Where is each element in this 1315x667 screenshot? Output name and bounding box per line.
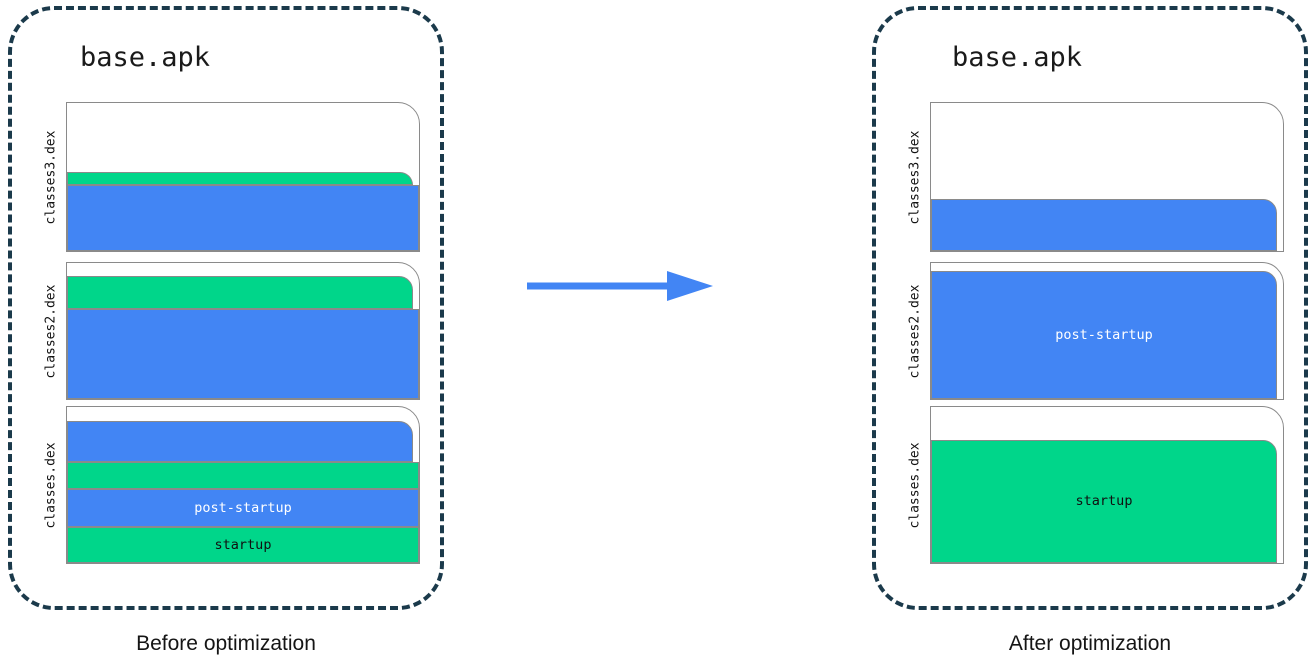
caption-after-optimization: After optimization bbox=[1008, 632, 1172, 655]
dex-label-classes3-before: classes3.dex bbox=[43, 130, 59, 224]
dex-band-post-startup bbox=[67, 420, 413, 462]
dex-band-label: startup bbox=[214, 536, 272, 553]
dex-band-startup: startup bbox=[931, 439, 1277, 563]
dex-band-post-startup: post-startup bbox=[931, 270, 1277, 399]
apk-title-before: base.apk bbox=[80, 42, 211, 73]
dex-band-post-startup bbox=[67, 309, 419, 399]
dex-band-label: startup bbox=[1075, 493, 1133, 510]
apk-panel-after: base.apk classes3.dex classes2.dex post-… bbox=[872, 6, 1308, 610]
dex-bands: post-startup startup bbox=[67, 420, 419, 563]
caption-before-optimization: Before optimization bbox=[136, 632, 316, 655]
dex-band-startup bbox=[67, 276, 413, 310]
dex-card[interactable]: post-startup bbox=[930, 262, 1284, 400]
dex-bands: post-startup bbox=[931, 270, 1283, 399]
dex-group-classes3-after: classes3.dex bbox=[904, 102, 1284, 252]
dex-label-classes-after: classes.dex bbox=[907, 441, 923, 529]
dex-band-label: post-startup bbox=[1055, 326, 1153, 343]
dex-bands: startup bbox=[931, 439, 1283, 563]
apk-title-after: base.apk bbox=[952, 42, 1083, 73]
dex-band-startup bbox=[67, 171, 413, 185]
dex-band-startup: startup bbox=[67, 526, 419, 563]
dex-label-classes2-after: classes2.dex bbox=[907, 284, 923, 378]
dex-label-classes2-before: classes2.dex bbox=[43, 284, 59, 378]
dex-card[interactable] bbox=[66, 102, 420, 252]
dex-group-classes2-before: classes2.dex bbox=[40, 262, 420, 400]
right-arrow-icon bbox=[525, 268, 715, 304]
dex-label-classes-before: classes.dex bbox=[43, 441, 59, 529]
dex-band-post-startup: post-startup bbox=[67, 488, 419, 527]
apk-panel-before: base.apk classes3.dex classes2.dex class… bbox=[8, 6, 444, 610]
dex-group-classes2-after: classes2.dex post-startup bbox=[904, 262, 1284, 400]
dex-card[interactable] bbox=[66, 262, 420, 400]
dex-bands bbox=[67, 171, 419, 251]
dex-group-classes3-before: classes3.dex bbox=[40, 102, 420, 252]
dex-card[interactable] bbox=[930, 102, 1284, 252]
dex-label-classes3-after: classes3.dex bbox=[907, 130, 923, 224]
dex-card[interactable]: post-startup startup bbox=[66, 406, 420, 564]
dex-bands bbox=[67, 276, 419, 399]
dex-band-label: post-startup bbox=[194, 499, 292, 516]
dex-band-post-startup bbox=[67, 185, 419, 251]
dex-band-post-startup bbox=[931, 198, 1277, 251]
dex-group-classes-before: classes.dex post-startup startup bbox=[40, 406, 420, 564]
dex-band-startup bbox=[67, 461, 419, 489]
dex-group-classes-after: classes.dex startup bbox=[904, 406, 1284, 564]
dex-bands bbox=[931, 198, 1283, 251]
dex-card[interactable]: startup bbox=[930, 406, 1284, 564]
